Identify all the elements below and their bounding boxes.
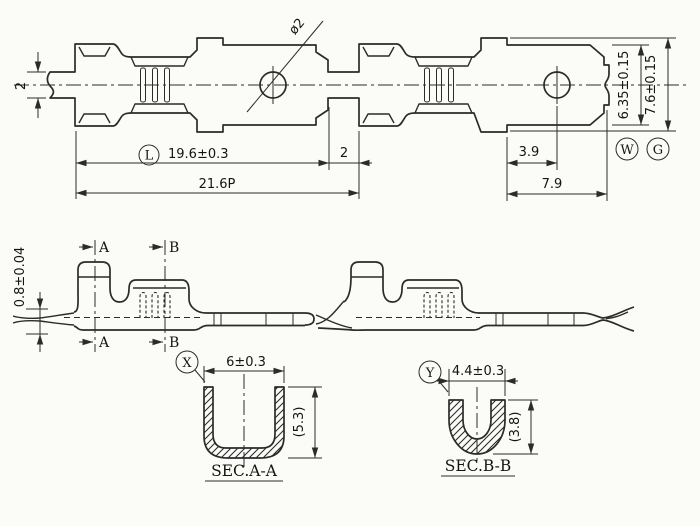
section-aa-caption: SEC.A-A [211, 462, 278, 480]
section-aa-view: X 6±0.3 (5.3) SEC.A-A [175, 350, 322, 482]
tab-inner-lines-unit1 [78, 276, 186, 289]
overall-width-value: 7.6±0.15 [644, 55, 659, 116]
serration-1c [164, 67, 170, 103]
section-a-label-top: A [98, 240, 110, 256]
left-tail [12, 312, 75, 326]
section-aa-depth-value: (5.3) [292, 407, 307, 438]
insulation-wing-edges-2 [414, 56, 473, 114]
section-aa-marker: X [182, 356, 192, 371]
length-label: L [145, 149, 154, 164]
section-bb-width-value: 4.4±0.3 [452, 364, 504, 379]
wire-barrel-flaps-2 [362, 46, 395, 124]
pitch-value: 21.6P [199, 177, 236, 192]
length-label-circle [138, 144, 160, 166]
section-bb-caption: SEC.B-B [445, 457, 511, 475]
profile-top-unit2 [343, 261, 635, 319]
terminal-chain-outline [46, 37, 610, 133]
tip-gap-value: 2 [340, 146, 348, 161]
tail-middle-stroke [605, 311, 629, 320]
section-bb-profile [448, 399, 506, 455]
section-bb-leader [437, 379, 449, 393]
section-b-label-bottom: B [169, 335, 179, 351]
hole-offset-value: 3.9 [519, 145, 540, 160]
section-bb-marker: Y [425, 366, 435, 381]
serration-1a [140, 67, 146, 103]
carrier-width-value: 2 [14, 82, 29, 90]
section-bb-depth-value: (3.8) [508, 412, 523, 443]
profile-bottom-unit1 [73, 324, 305, 331]
tip-crossing [315, 300, 353, 329]
section-aa-profile [203, 386, 285, 459]
serration-2c [448, 67, 454, 103]
section-aa-width-value: 6±0.3 [226, 355, 266, 370]
serration-2a [424, 67, 430, 103]
section-a-label-bottom: A [98, 335, 110, 351]
blade-length-value: 7.9 [542, 177, 563, 192]
insulation-wing-edges-1 [130, 56, 189, 114]
side-view: A A B B 0.8±0.04 [12, 240, 635, 352]
section-b-label-top: B [169, 240, 179, 256]
serration-1b [152, 67, 158, 103]
serration-2b [436, 67, 442, 103]
hole-diameter-label: ø2 [286, 16, 308, 38]
overall-width-label-circle [646, 137, 670, 161]
profile-bottom-unit2 [317, 319, 635, 332]
section-aa-leader [194, 369, 206, 383]
section-aa-marker-circle [175, 350, 199, 374]
strip-tick-marks [213, 313, 575, 326]
blade-width-label: W [620, 143, 634, 158]
overall-width-label: G [653, 143, 663, 158]
length-value: 19.6±0.3 [168, 147, 229, 162]
serration-marks-side [139, 291, 455, 318]
tab-inner-lines-unit2 [351, 276, 459, 289]
section-bb-view: Y 4.4±0.3 (3.8) SEC.B-B [418, 360, 538, 477]
blade-width-label-circle [615, 137, 639, 161]
profile-top-unit1 [73, 261, 315, 326]
top-view: ø2 2 L 19.6±0.3 2 21.6P 3.9 7.9 6.35±0.1… [14, 16, 688, 201]
blade-width-value: 6.35±0.15 [617, 51, 632, 120]
section-bb-marker-circle [418, 360, 442, 384]
wire-barrel-flaps-1 [78, 46, 111, 124]
overall-width-extensions [510, 37, 676, 132]
hole-diameter-leader [246, 20, 324, 113]
thickness-value: 0.8±0.04 [13, 247, 28, 308]
